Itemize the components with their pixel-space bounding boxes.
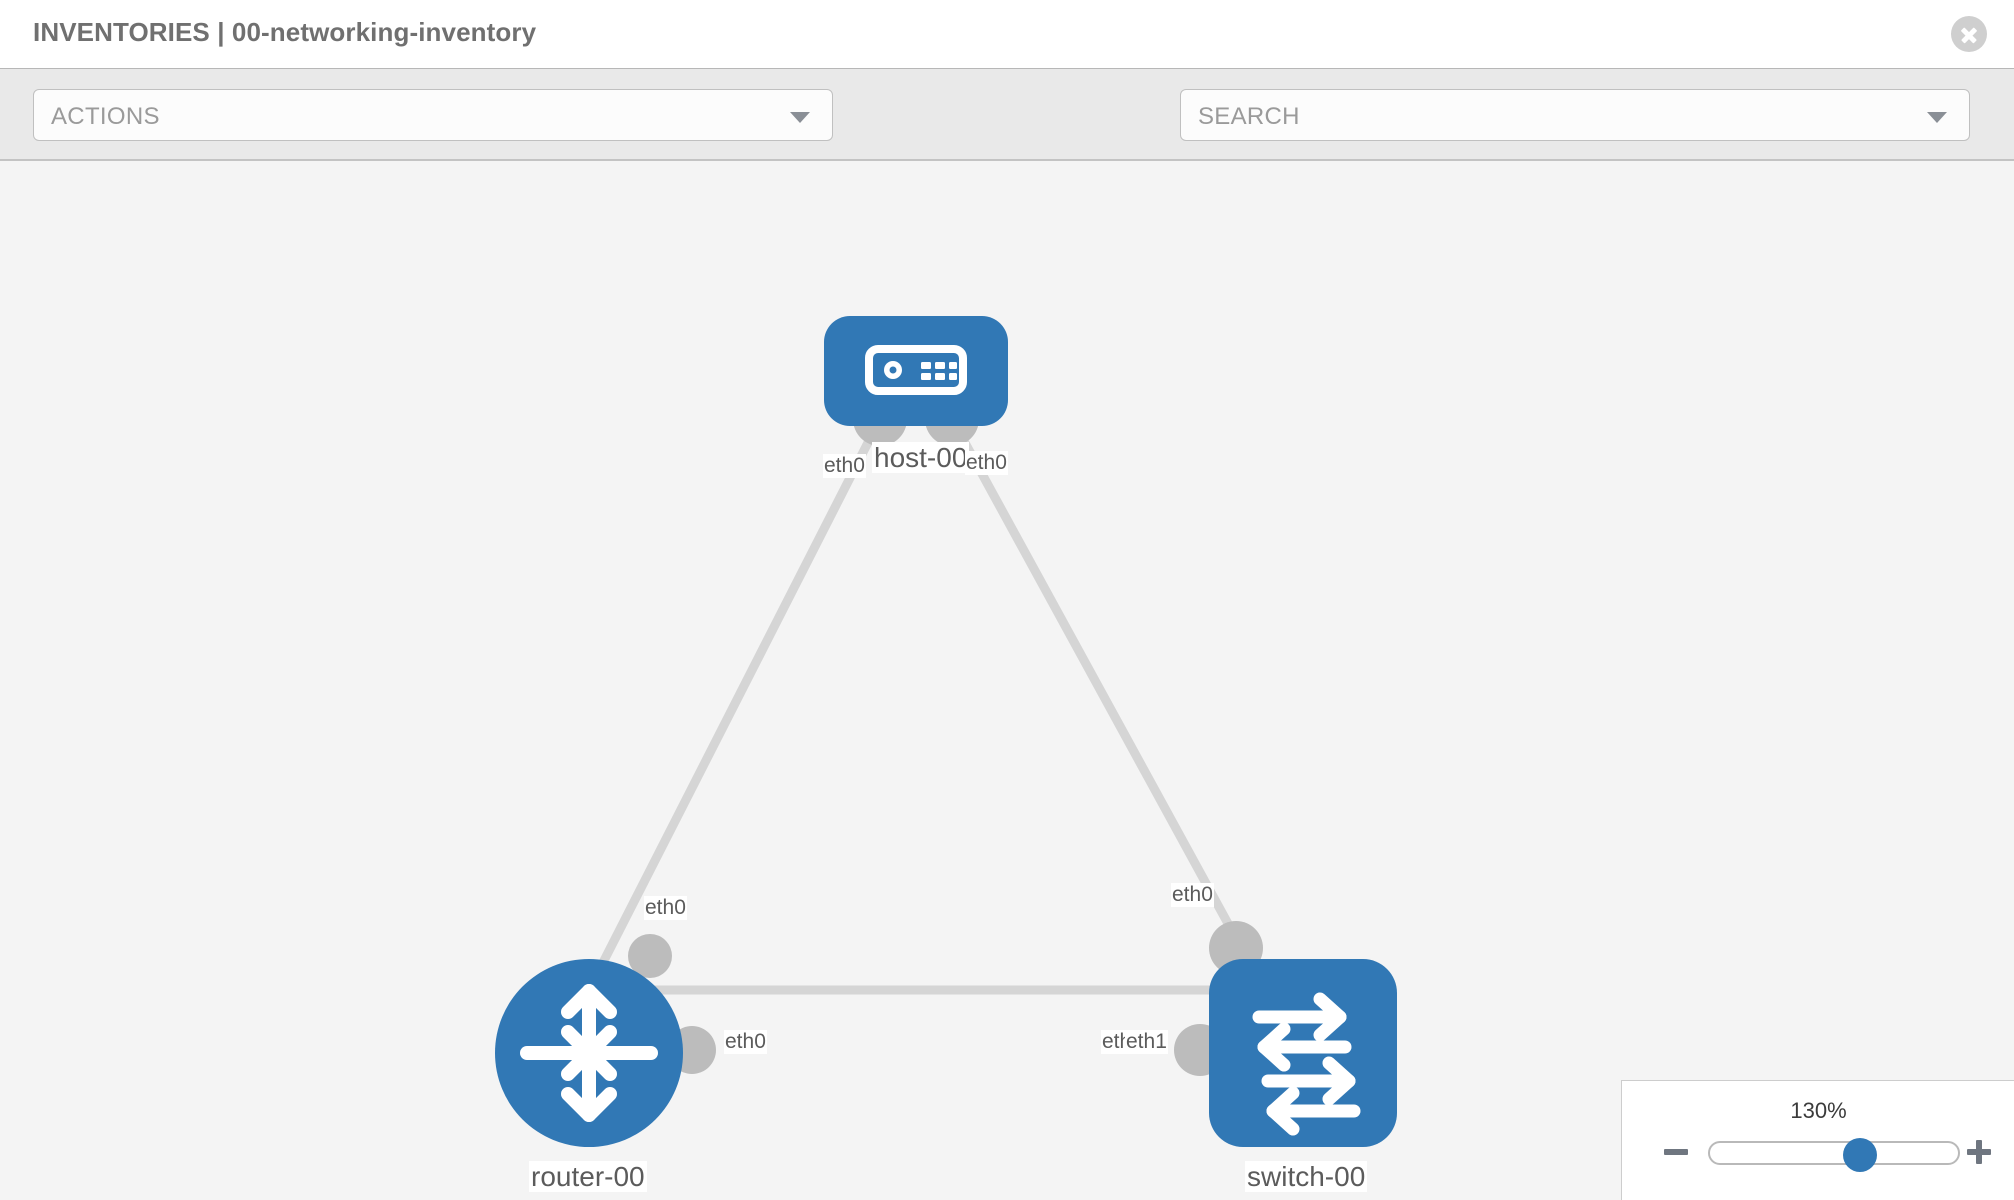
node-router-00[interactable] — [495, 959, 683, 1147]
server-icon — [865, 345, 967, 395]
node-label-host-00: host-00 — [872, 442, 970, 474]
actions-dropdown-label: ACTIONS — [51, 103, 160, 130]
page-header: INVENTORIES | 00-networking-inventory — [0, 0, 2014, 69]
chevron-down-icon[interactable] — [1927, 112, 1947, 123]
iface-label-host-eth0-right: eth0 — [965, 451, 1008, 475]
iface-label-switch-eth1: eth1 — [1125, 1030, 1168, 1054]
link-group — [584, 414, 1248, 995]
zoom-slider-thumb[interactable] — [1843, 1138, 1878, 1172]
topology-canvas[interactable]: host-00 router-00 switch-00 eth0 eth0 et… — [0, 161, 2014, 1200]
node-switch-00[interactable] — [1209, 959, 1397, 1147]
node-host-00[interactable] — [824, 316, 1008, 426]
close-icon[interactable] — [1951, 16, 1987, 52]
zoom-control-panel: 130% — [1621, 1080, 2014, 1200]
node-label-router-00: router-00 — [529, 1161, 647, 1193]
page-title: INVENTORIES | 00-networking-inventory — [33, 17, 537, 47]
router-arrows-icon — [520, 984, 658, 1122]
node-label-switch-00: switch-00 — [1245, 1161, 1368, 1193]
minus-icon[interactable] — [1662, 1138, 1690, 1166]
chevron-down-icon — [790, 112, 810, 123]
search-placeholder: SEARCH — [1198, 103, 1300, 130]
zoom-level-label: 130% — [1790, 1098, 1847, 1123]
plus-icon[interactable] — [1965, 1138, 1993, 1166]
search-input[interactable]: SEARCH — [1180, 89, 1970, 141]
iface-label-switch-eth0: eth0 — [1171, 883, 1214, 907]
iface-label-router-eth0-up: eth0 — [644, 896, 687, 920]
actions-dropdown[interactable]: ACTIONS — [33, 89, 833, 141]
iface-label-switch-eth-overlap: eth — [1101, 1030, 1133, 1054]
link-host-router — [584, 414, 885, 995]
socket-router-eth0-up — [628, 934, 672, 978]
topology-graph — [495, 316, 1397, 1147]
iface-label-host-eth0-left: eth0 — [823, 454, 866, 478]
link-host-switch — [947, 414, 1248, 956]
iface-label-router-eth0-right: eth0 — [724, 1030, 767, 1054]
zoom-slider[interactable] — [1708, 1138, 1960, 1172]
toolbar: ACTIONS SEARCH — [0, 69, 2014, 202]
switch-arrows-icon — [1252, 992, 1361, 1136]
